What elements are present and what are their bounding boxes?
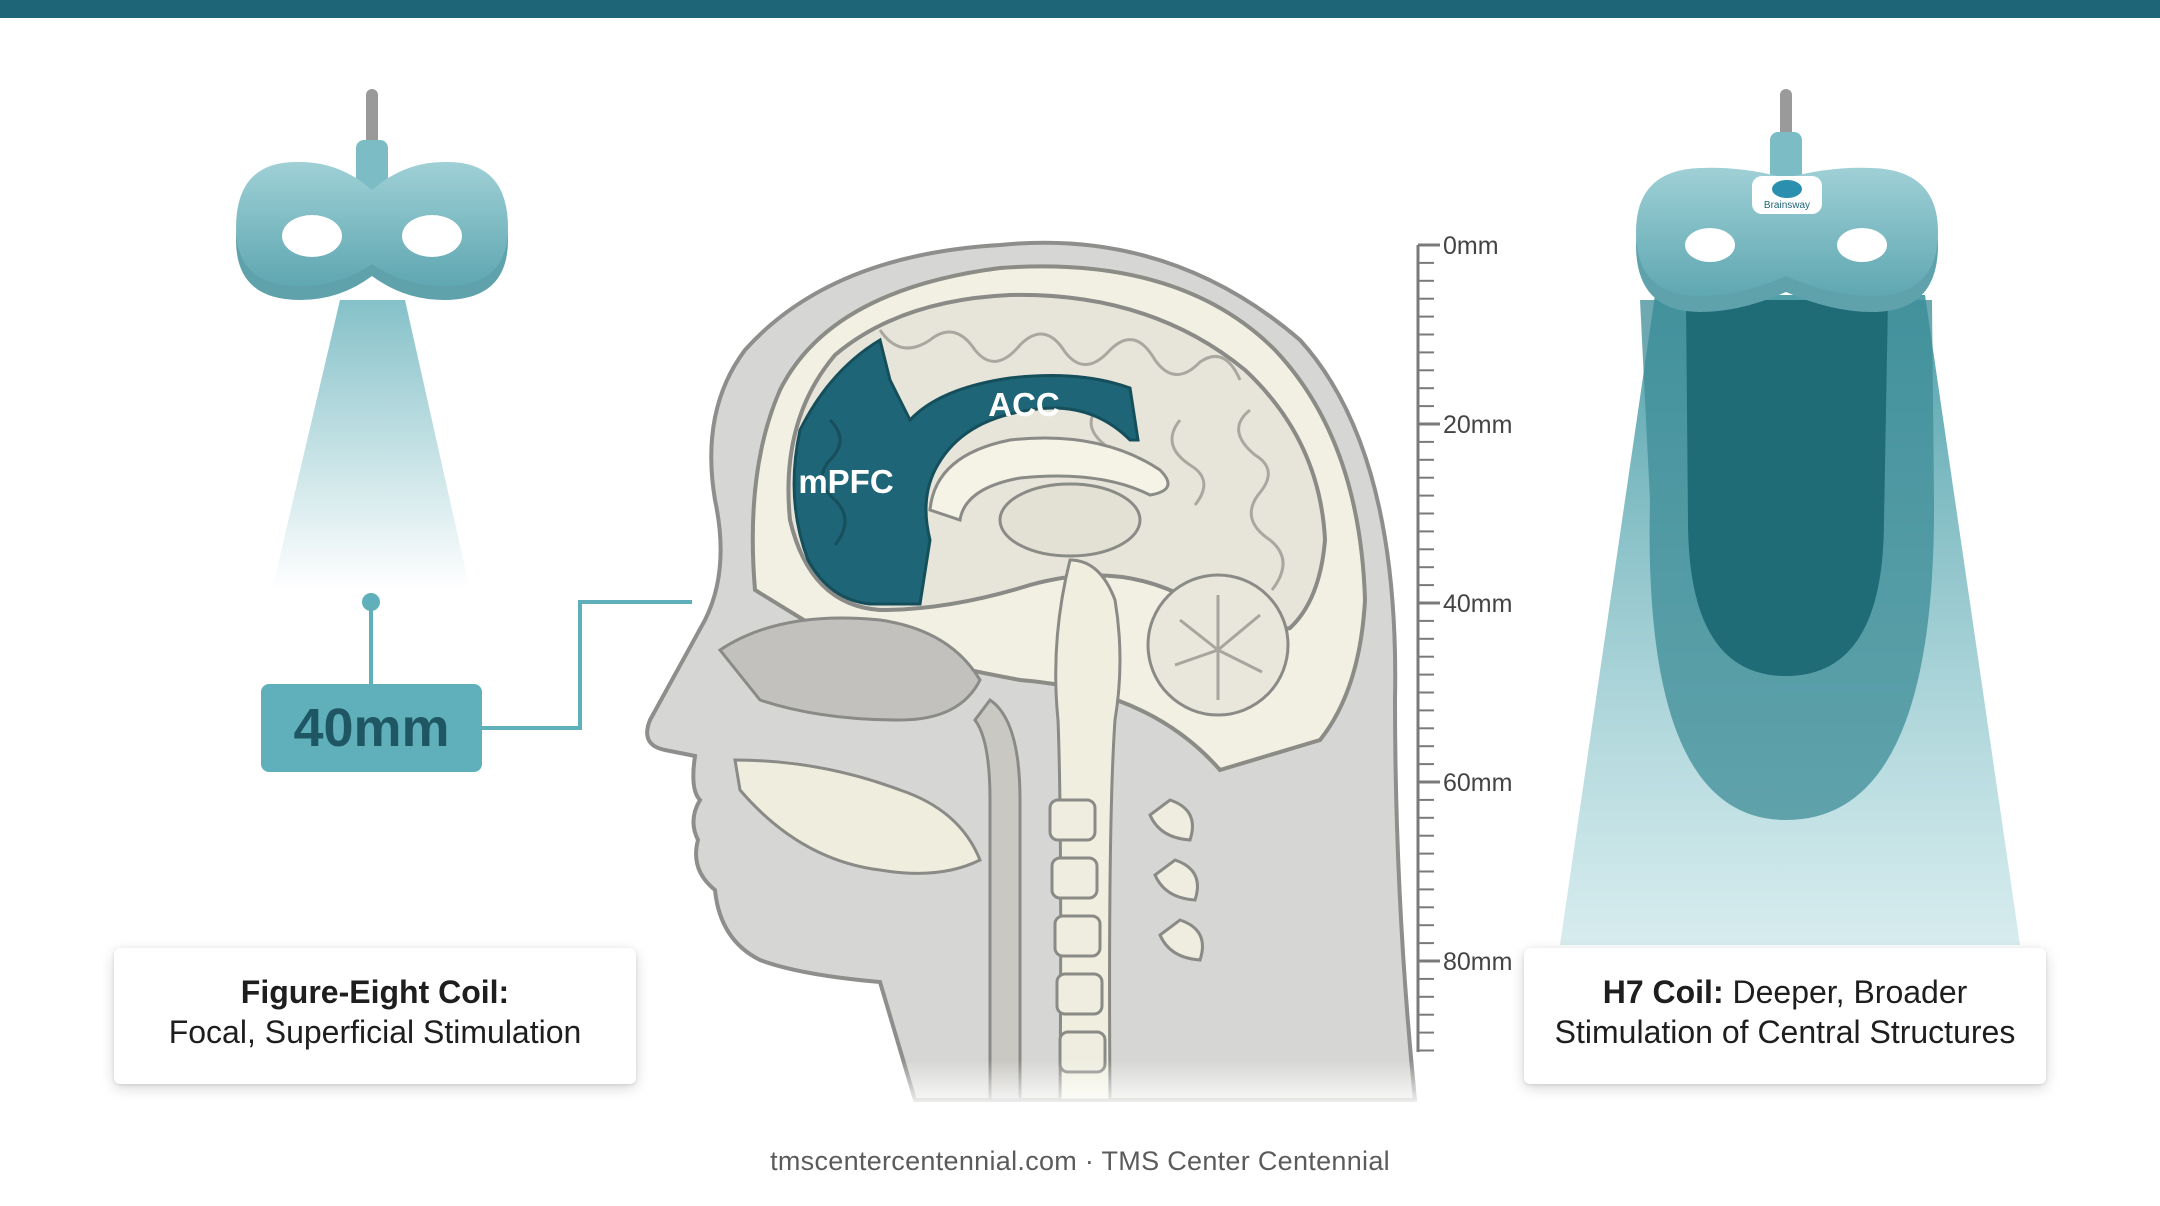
figure-eight-coil-description: Focal, Superficial Stimulation	[168, 1014, 582, 1050]
region-label-mpfc: mPFC	[798, 463, 893, 500]
target-region-mpfc-acc	[792, 337, 1140, 606]
thalamus	[998, 482, 1142, 558]
depth-tick-40mm: 40mm	[1443, 590, 1512, 618]
region-label-acc: ACC	[988, 386, 1060, 423]
figure-eight-coil-card: Figure-Eight Coil: Focal, Superficial St…	[114, 948, 636, 1084]
corpus-callosum	[928, 436, 1170, 522]
figure-eight-coil-title: Figure-Eight Coil:	[240, 974, 510, 1010]
h7-coil-card: H7 Coil: Deeper, Broader Stimulation of …	[1524, 948, 2046, 1084]
cerebellum	[1146, 573, 1290, 717]
depth-scale-ruler: 0mm 20mm 40mm 60mm 80mm	[1416, 232, 1512, 1052]
h7-coil-illustration: Brainsway	[1560, 89, 2020, 945]
depth-badge-40mm: 40mm	[261, 684, 482, 772]
depth-tick-20mm: 20mm	[1443, 411, 1512, 439]
figure-eight-coil-illustration	[236, 89, 692, 730]
footer-credit: tmscentercentennial.com · TMS Center Cen…	[770, 1146, 1390, 1176]
h7-coil-body: Brainsway	[1636, 167, 1938, 312]
h7-coil-description-line2: Stimulation of Central Structures	[1554, 1014, 2016, 1050]
h7-coil-title: H7 Coil:	[1602, 974, 1724, 1010]
top-accent-bar	[0, 0, 2160, 18]
h7-brand-logo: Brainsway	[1764, 200, 1810, 211]
h7-coil-description-line1: Deeper, Broader	[1732, 974, 1968, 1010]
depth-callout-connector	[362, 593, 692, 730]
head-sagittal-diagram: mPFC ACC	[640, 240, 1440, 1110]
depth-tick-0mm: 0mm	[1443, 232, 1499, 260]
figure-eight-coil-body	[236, 161, 508, 300]
depth-tick-80mm: 80mm	[1443, 948, 1512, 976]
depth-tick-60mm: 60mm	[1443, 769, 1512, 797]
nasal-cavity	[717, 616, 982, 722]
h7-field-inner	[1686, 300, 1888, 676]
coil-beam-left	[272, 300, 470, 590]
